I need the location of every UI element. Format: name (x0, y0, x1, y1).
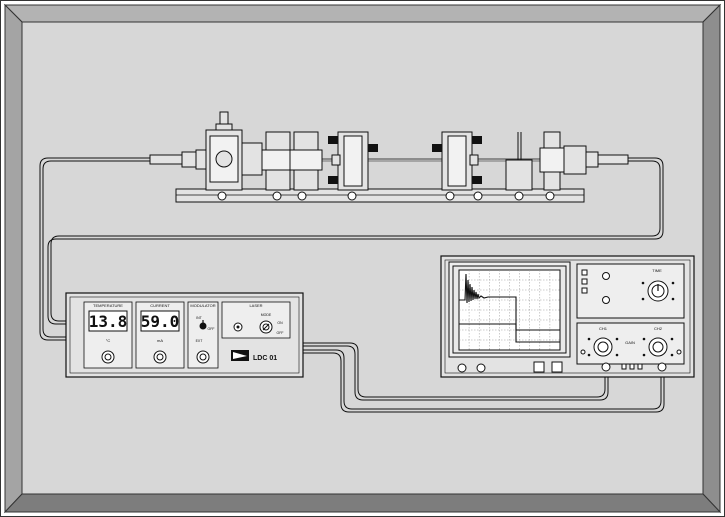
controller-model-label: LDC 01 (253, 355, 277, 362)
scope-button-1[interactable] (533, 361, 545, 373)
time-button-3[interactable] (581, 287, 588, 294)
ch2-gain-knob[interactable] (648, 337, 668, 357)
temperature-display: 13.8 (89, 312, 128, 331)
ch1-input-connector[interactable] (601, 362, 611, 372)
ch1-label: CH1 (599, 326, 608, 331)
power-knob[interactable] (457, 363, 467, 373)
scope-screen (458, 269, 561, 351)
laser-mode-label: MODE (261, 313, 272, 317)
time-button-1[interactable] (581, 269, 588, 276)
temperature-unit: °C (106, 338, 111, 343)
ch2-label: CH2 (654, 326, 663, 331)
ch2-input-connector[interactable] (657, 362, 667, 372)
laser-off-label: OFF (277, 331, 284, 335)
time-button-2[interactable] (581, 278, 588, 285)
modulator-ext-label: EXT (196, 339, 204, 343)
current-heading: CURRENT (150, 303, 170, 308)
optical-bench (149, 111, 629, 203)
current-display: 59.0 (141, 312, 180, 331)
lens-holder-1 (261, 131, 295, 201)
temperature-heading: TEMPERATURE (93, 303, 123, 308)
scope-button-2[interactable] (551, 361, 563, 373)
modulator-off-label: OFF (208, 327, 215, 331)
temperature-knob[interactable] (101, 350, 115, 364)
trace-ch1 (459, 273, 560, 331)
laser-heading: LASER (249, 303, 262, 308)
fiber-cable-left (39, 157, 150, 341)
laser-diode-controller: TEMPERATURE 13.8 °C CURRENT 59.0 mA MODU… (65, 292, 304, 378)
laser-on-label: ON (277, 321, 283, 325)
modulator-int-label: INT (196, 316, 203, 320)
mirror-mount-2 (432, 131, 483, 201)
mirror-mount-1 (328, 131, 378, 201)
oscilloscope: TIME CH1 CH2 GAIN (440, 255, 695, 378)
signal-cable-ch2 (303, 349, 665, 413)
modulator-heading: MODULATOR (190, 303, 215, 308)
time-small-knob-2[interactable] (602, 296, 610, 304)
laser-diode-mount (205, 111, 263, 201)
coupling-switch-2[interactable] (629, 363, 635, 370)
coupling-switch-1[interactable] (621, 363, 627, 370)
modulator-input[interactable] (196, 350, 210, 364)
fiber-cable-right (47, 157, 664, 325)
coupling-switch-3[interactable] (637, 363, 643, 370)
time-label: TIME (652, 268, 662, 273)
current-unit: mA (157, 338, 163, 343)
fiber-coupler-right (585, 151, 629, 168)
filter-holder (505, 132, 533, 201)
current-knob[interactable] (153, 350, 167, 364)
signal-cable-ch1 (303, 342, 609, 401)
manufacturer-logo (231, 350, 249, 361)
time-small-knob-1[interactable] (602, 272, 610, 280)
lens-holder-2 (289, 131, 323, 201)
gain-label: GAIN (625, 340, 635, 345)
intensity-knob[interactable] (476, 363, 486, 373)
trace-ch2 (459, 323, 560, 343)
ch1-gain-knob[interactable] (593, 337, 613, 357)
